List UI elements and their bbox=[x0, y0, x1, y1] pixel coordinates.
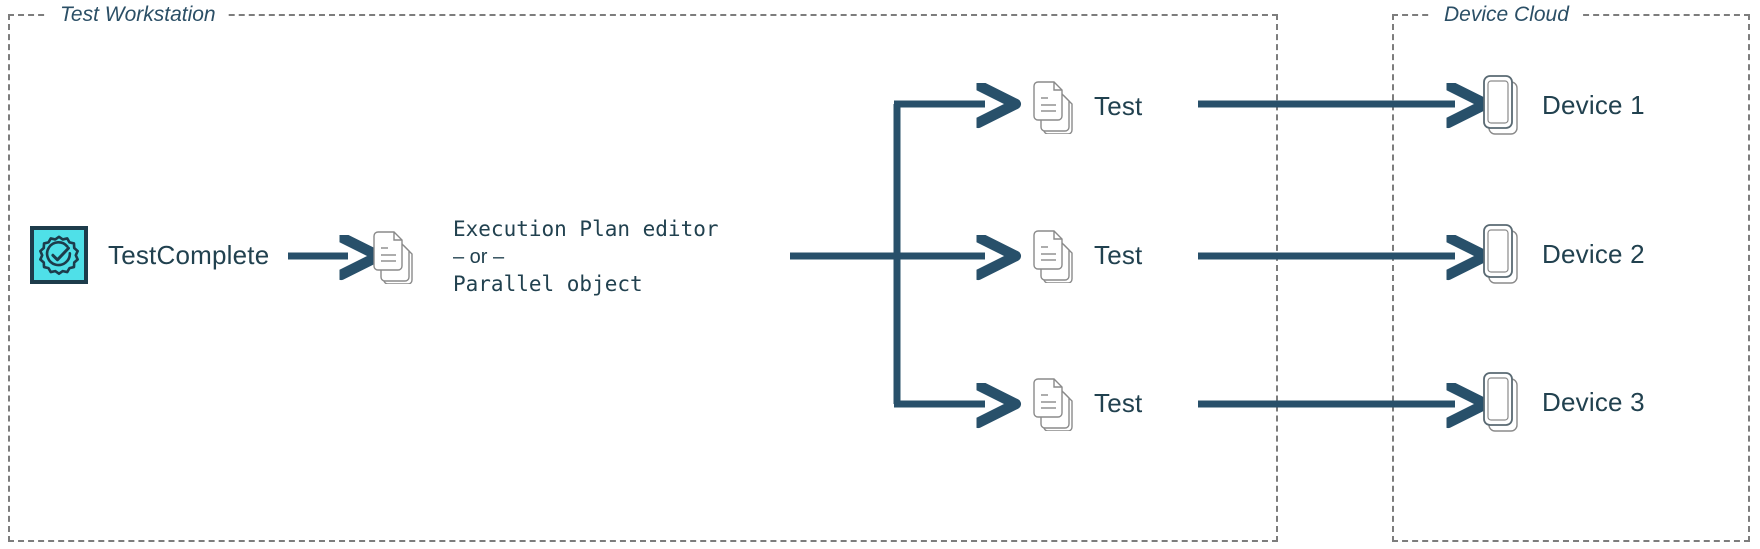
zone-test-workstation: Test Workstation bbox=[8, 0, 1278, 542]
node-test-3: Test bbox=[1030, 375, 1142, 431]
zone-test-workstation-label: Test Workstation bbox=[48, 0, 228, 30]
node-testcomplete: TestComplete bbox=[30, 226, 269, 284]
node-device-1: Device 1 bbox=[1482, 74, 1645, 136]
testcomplete-label: TestComplete bbox=[108, 239, 270, 270]
node-device-2: Device 2 bbox=[1482, 223, 1645, 285]
node-device-3: Device 3 bbox=[1482, 371, 1645, 433]
test-label: Test bbox=[1094, 90, 1143, 121]
document-icon bbox=[1030, 227, 1076, 283]
zone-device-cloud-label: Device Cloud bbox=[1432, 0, 1581, 30]
execution-plan-line-3: Parallel object bbox=[453, 271, 643, 296]
execution-plan-line-2: – or – bbox=[453, 245, 505, 268]
execution-plan-text: Execution Plan editor – or – Parallel ob… bbox=[453, 216, 719, 298]
device-label: Device 3 bbox=[1542, 386, 1645, 417]
mobile-device-icon bbox=[1482, 223, 1522, 285]
document-icon bbox=[1030, 78, 1076, 134]
node-test-1: Test bbox=[1030, 78, 1142, 134]
document-icon bbox=[1030, 375, 1076, 431]
document-icon bbox=[370, 228, 416, 284]
execution-plan-line-1: Execution Plan editor bbox=[453, 217, 719, 241]
test-label: Test bbox=[1094, 387, 1143, 418]
device-label: Device 1 bbox=[1542, 89, 1645, 120]
badge-check-icon bbox=[30, 226, 88, 284]
node-execution-plan-document bbox=[370, 228, 416, 284]
node-test-2: Test bbox=[1030, 227, 1142, 283]
zone-device-cloud: Device Cloud bbox=[1392, 0, 1750, 542]
device-label: Device 2 bbox=[1542, 238, 1645, 269]
mobile-device-icon bbox=[1482, 74, 1522, 136]
test-label: Test bbox=[1094, 239, 1143, 270]
mobile-device-icon bbox=[1482, 371, 1522, 433]
